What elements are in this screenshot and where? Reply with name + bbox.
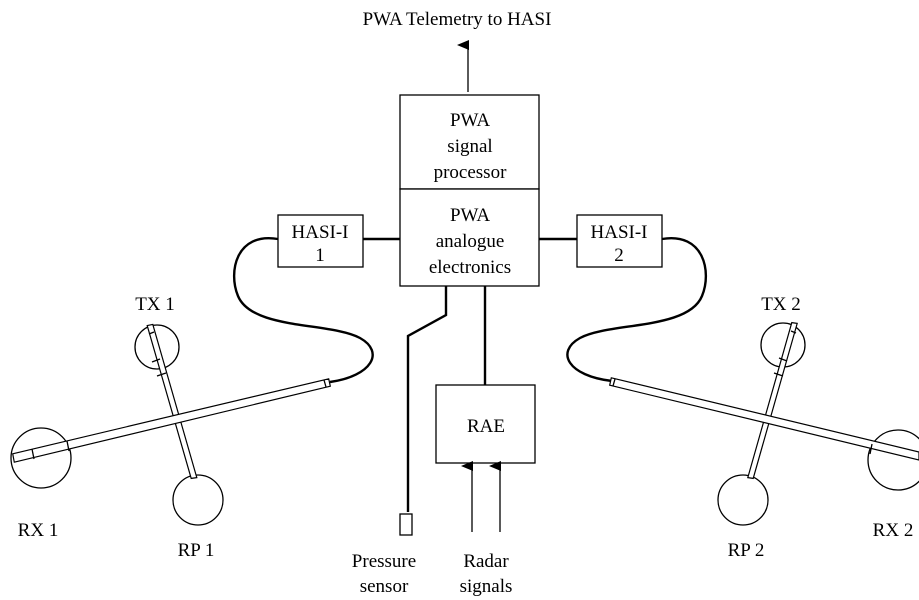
rp2-transducer bbox=[717, 474, 769, 526]
pwa-analogue-electronics-block bbox=[399, 188, 540, 287]
hasi-i-2-line-1: HASI-I bbox=[591, 222, 648, 243]
hasi-i-2-line-2: 2 bbox=[614, 245, 624, 266]
radar-signals-label-line-2: signals bbox=[460, 576, 513, 597]
rp2-label: RP 2 bbox=[728, 540, 765, 561]
rae-label: RAE bbox=[467, 416, 505, 437]
cable-to-right-transducer bbox=[566, 237, 708, 383]
pressure-sensor-icon bbox=[399, 513, 413, 536]
rx1-rod-mark-b bbox=[66, 440, 70, 452]
tx1-rod-mark-b bbox=[151, 358, 161, 363]
hasi-i-1-line-1: HASI-I bbox=[292, 222, 349, 243]
rx2-rod-end-mark bbox=[612, 378, 616, 387]
analogue-electronics-line-1: PWA bbox=[450, 205, 490, 226]
right-transducer-assembly bbox=[608, 321, 919, 526]
hasi-i-1-block bbox=[277, 214, 364, 268]
rae-block bbox=[435, 384, 536, 464]
radar-signals-label-line-1: Radar bbox=[463, 551, 509, 572]
rx1-acoustic-rod bbox=[12, 378, 332, 463]
rp1-transducer bbox=[172, 474, 224, 526]
rx2-acoustic-rod bbox=[608, 377, 919, 461]
signal-processor-line-3: processor bbox=[434, 162, 507, 183]
wire-to-pressure-sensor bbox=[406, 286, 448, 512]
rx2-transducer bbox=[867, 429, 919, 491]
telemetry-title: PWA Telemetry to HASI bbox=[363, 9, 552, 30]
rx1-label: RX 1 bbox=[18, 520, 59, 541]
signal-processor-line-1: PWA bbox=[450, 110, 490, 131]
rx1-rod-mark-a bbox=[31, 448, 35, 460]
analogue-electronics-line-2: analogue bbox=[436, 231, 505, 252]
signal-processor-line-2: signal bbox=[447, 136, 492, 157]
hasi-i-1-line-2: 1 bbox=[315, 245, 325, 266]
tx1-rod-mark-c bbox=[156, 372, 167, 377]
left-transducer-assembly bbox=[10, 323, 332, 526]
tx2-label: TX 2 bbox=[761, 294, 801, 315]
tx2-rod-mark-b bbox=[778, 357, 788, 362]
tx1-rp1-rod bbox=[146, 323, 198, 480]
rx2-label: RX 2 bbox=[873, 520, 914, 541]
tx2-rod-mark-c bbox=[773, 372, 784, 377]
rx2-rod-mark-a bbox=[869, 443, 873, 455]
rp1-label: RP 1 bbox=[178, 540, 215, 561]
pressure-sensor-label-line-1: Pressure bbox=[352, 551, 416, 572]
hasi-i-2-block bbox=[576, 214, 663, 268]
tx1-rod-mark-a bbox=[148, 331, 155, 335]
rx1-rod-end-mark bbox=[323, 379, 327, 388]
tx1-label: TX 1 bbox=[135, 294, 175, 315]
pressure-sensor-label-line-2: sensor bbox=[360, 576, 409, 597]
cable-to-left-transducer bbox=[232, 237, 374, 384]
tx2-rp2-rod bbox=[747, 321, 798, 480]
tx2-rod-mark-a bbox=[790, 330, 797, 334]
analogue-electronics-line-3: electronics bbox=[429, 257, 511, 278]
